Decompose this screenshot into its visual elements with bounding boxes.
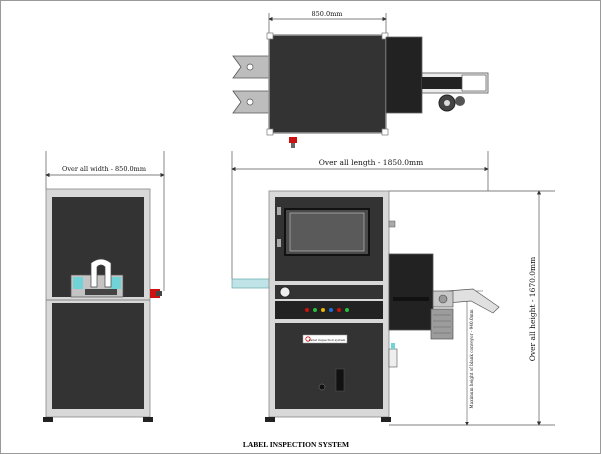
top-cabinet	[268, 34, 387, 134]
front-infeed-conveyor	[231, 278, 273, 289]
front-length-label: Over all length - 1850.0mm	[319, 158, 424, 167]
top-view: 850.0mm	[232, 10, 489, 148]
front-height-label: Over all height - 1670.0mm	[528, 257, 537, 362]
front-conveyor-label: Maximum height of blank conveyor - 940.0…	[469, 309, 474, 408]
front-mid-band	[275, 285, 383, 299]
top-side-module	[385, 36, 423, 114]
side-bottle-holder	[90, 258, 112, 288]
drawing-title: LABEL INSPECTION SYSTEM	[243, 440, 349, 449]
front-outfeed-ramp	[446, 288, 500, 314]
side-lower-panel	[52, 303, 144, 409]
front-side-box	[388, 253, 434, 331]
side-view: Over all width - 850.0mm	[43, 151, 165, 422]
front-machine-badge	[302, 334, 348, 344]
top-width-label: 850.0mm	[312, 10, 343, 18]
side-handle	[150, 289, 160, 298]
side-width-label: Over all width - 850.0mm	[62, 165, 146, 173]
top-stop-button	[289, 137, 297, 143]
front-badge-text: Label inspection system	[309, 338, 346, 342]
front-view: Over all length - 1850.0mm Over all heig…	[231, 151, 555, 426]
front-motor	[430, 308, 454, 340]
